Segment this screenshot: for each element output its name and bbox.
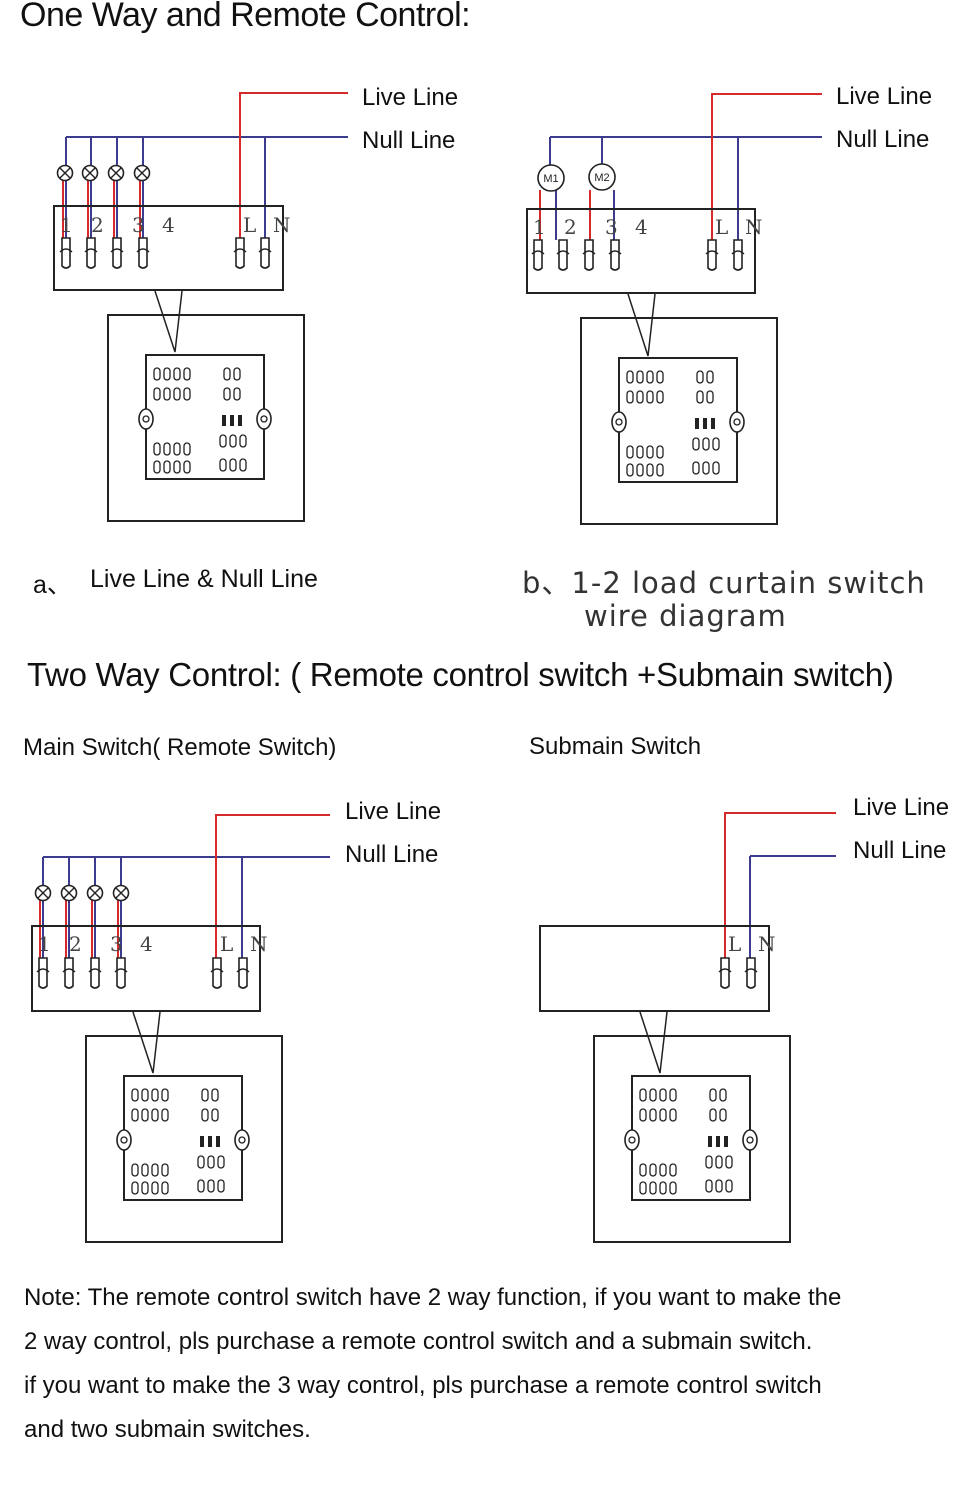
diagram-b-terminal-3: 3	[605, 215, 618, 239]
motor-m1-label: M1	[543, 173, 558, 185]
diagram-a-terminal-2: 2	[91, 213, 104, 237]
note-line-3: if you want to make the 3 way control, p…	[24, 1372, 822, 1399]
motor-m2-label: M2	[594, 172, 609, 184]
caption-b-line1: b、1-2 load curtain switch	[522, 566, 926, 600]
diagram-b-live-label: Live Line	[836, 83, 933, 110]
note-line-1: Note: The remote control switch have 2 w…	[24, 1284, 842, 1311]
diagram-b-terminal-1: 1	[533, 215, 546, 239]
diagram-c-live-label: Live Line	[345, 798, 442, 825]
diagram-a-live-label: Live Line	[362, 84, 459, 111]
diagram-submain-switch: L N	[539, 812, 836, 1242]
diagram-b: M1 M2 1 2 3 4 L N	[526, 93, 822, 524]
diagram-c-terminal-l: L	[220, 932, 233, 956]
diagram-a-terminal-n: N	[273, 213, 291, 237]
diagram-b-null-label: Null Line	[836, 126, 930, 153]
diagram-main-switch: 1 2 3 4 L N	[31, 814, 330, 1242]
diagram-b-terminal-2: 2	[564, 215, 577, 239]
caption-b-line2: wire diagram	[584, 599, 787, 633]
caption-a-text: Live Line & Null Line	[90, 565, 318, 593]
diagram-d-terminal-n: N	[758, 932, 776, 956]
diagram-a-null-label: Null Line	[362, 127, 456, 154]
diagram-a-terminal-1: 1	[60, 213, 73, 237]
diagram-b-terminal-4: 4	[635, 215, 648, 239]
diagram-b-terminal-n: N	[745, 215, 763, 239]
note-line-2: 2 way control, pls purchase a remote con…	[24, 1328, 813, 1355]
submain-switch-label: Submain Switch	[529, 733, 702, 760]
diagram-c-terminal-4: 4	[140, 932, 153, 956]
diagram-a-terminal-4: 4	[162, 213, 175, 237]
diagram-c-terminal-1: 1	[38, 932, 51, 956]
note-line-4: and two submain switches.	[24, 1416, 311, 1443]
diagram-c-null-label: Null Line	[345, 841, 439, 868]
diagram-c-terminal-2: 2	[69, 932, 82, 956]
diagram-a: 1 2 3 4 L N	[53, 92, 348, 521]
diagram-d-null-label: Null Line	[853, 837, 947, 864]
diagram-c-terminal-3: 3	[110, 932, 123, 956]
diagram-a-terminal-3: 3	[132, 213, 145, 237]
main-switch-label: Main Switch( Remote Switch)	[23, 734, 337, 761]
section-title-two-way: Two Way Control: ( Remote control switch…	[27, 656, 894, 693]
diagram-c-terminal-n: N	[250, 932, 268, 956]
diagram-d-live-label: Live Line	[853, 794, 950, 821]
diagram-d-terminal-l: L	[728, 932, 741, 956]
caption-a-prefix: a、	[33, 571, 72, 599]
diagram-b-terminal-l: L	[715, 215, 728, 239]
diagram-a-terminal-l: L	[243, 213, 256, 237]
section-title-one-way: One Way and Remote Control:	[20, 0, 471, 34]
